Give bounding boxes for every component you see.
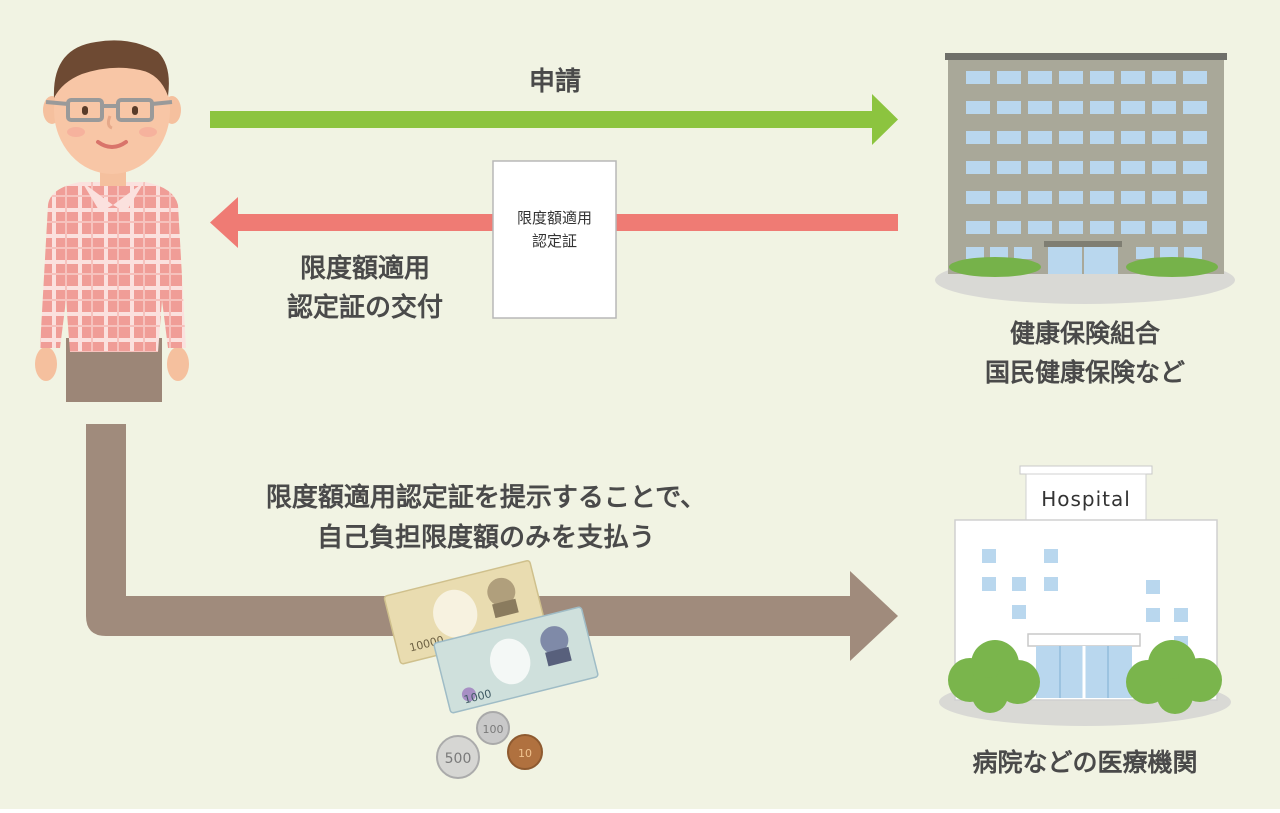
window	[1028, 191, 1052, 204]
window	[1028, 221, 1052, 234]
window	[1028, 101, 1052, 114]
window	[1146, 608, 1160, 622]
coin-10-icon: 10	[507, 734, 543, 770]
issue-label-line1: 限度額適用	[300, 253, 430, 284]
window	[1044, 549, 1058, 563]
window	[1152, 191, 1176, 204]
window	[966, 71, 990, 84]
window	[1059, 101, 1083, 114]
window	[982, 549, 996, 563]
apply-label: 申請	[529, 66, 581, 97]
insurer-label-line2: 国民健康保険など	[985, 358, 1185, 387]
bill-1000-icon: 1000	[433, 606, 599, 714]
window	[1121, 131, 1145, 144]
issue-label-line2: 認定証の交付	[287, 292, 443, 323]
window	[966, 101, 990, 114]
window	[1012, 605, 1026, 619]
window	[1014, 247, 1032, 259]
hospital-label: 病院などの医療機関	[972, 748, 1197, 777]
window	[1174, 608, 1188, 622]
window	[1152, 101, 1176, 114]
window	[997, 191, 1021, 204]
coin-100-icon: 100	[476, 711, 510, 745]
window	[966, 191, 990, 204]
window	[1183, 101, 1207, 114]
certificate-card: 限度額適用 認定証	[492, 160, 617, 319]
window	[1121, 161, 1145, 174]
window	[966, 247, 984, 259]
svg-text:500: 500	[445, 751, 472, 767]
window	[1012, 577, 1026, 591]
window	[1152, 131, 1176, 144]
window	[966, 161, 990, 174]
window	[1183, 191, 1207, 204]
payment-label-line1: 限度額適用認定証を提示することで、	[266, 482, 706, 513]
window	[982, 577, 996, 591]
coin-500-icon: 500	[436, 735, 480, 779]
window	[1090, 101, 1114, 114]
window	[1028, 131, 1052, 144]
window	[1183, 161, 1207, 174]
window	[1090, 71, 1114, 84]
window	[1121, 101, 1145, 114]
window	[997, 71, 1021, 84]
apply-arrow	[210, 94, 898, 145]
window	[1059, 161, 1083, 174]
certificate-line1: 限度額適用	[517, 209, 592, 227]
window	[1090, 191, 1114, 204]
window	[1059, 131, 1083, 144]
window	[997, 131, 1021, 144]
window	[1183, 71, 1207, 84]
window	[1059, 191, 1083, 204]
window	[1152, 221, 1176, 234]
window	[1121, 71, 1145, 84]
payment-label-line2: 自己負担限度額のみを支払う	[317, 522, 655, 553]
window	[966, 221, 990, 234]
window	[1059, 71, 1083, 84]
window	[1121, 191, 1145, 204]
window	[1183, 221, 1207, 234]
window	[1090, 161, 1114, 174]
hospital-building-illustration: Hospital	[939, 465, 1231, 726]
window	[1160, 247, 1178, 259]
hospital-sign: Hospital	[1041, 487, 1131, 511]
insurer-building-illustration	[935, 53, 1235, 304]
window	[1136, 247, 1154, 259]
window	[1183, 131, 1207, 144]
certificate-line2: 認定証	[532, 232, 577, 250]
window	[1059, 221, 1083, 234]
window	[990, 247, 1008, 259]
person-illustration	[35, 40, 189, 402]
window	[1152, 161, 1176, 174]
window	[997, 221, 1021, 234]
svg-text:100: 100	[483, 723, 504, 736]
payment-arrow	[86, 424, 898, 661]
window	[997, 161, 1021, 174]
window	[1044, 577, 1058, 591]
window	[1090, 221, 1114, 234]
money-illustration: 10000 1000 100 500 10	[383, 560, 599, 779]
window	[1152, 71, 1176, 84]
window	[1090, 131, 1114, 144]
insurer-label-line1: 健康保険組合	[1010, 319, 1161, 348]
svg-text:10: 10	[518, 747, 532, 760]
window	[1028, 161, 1052, 174]
window	[1121, 221, 1145, 234]
window	[1146, 580, 1160, 594]
window	[1184, 247, 1202, 259]
glasses-icon	[45, 98, 173, 122]
window	[997, 101, 1021, 114]
window	[966, 131, 990, 144]
window	[1028, 71, 1052, 84]
